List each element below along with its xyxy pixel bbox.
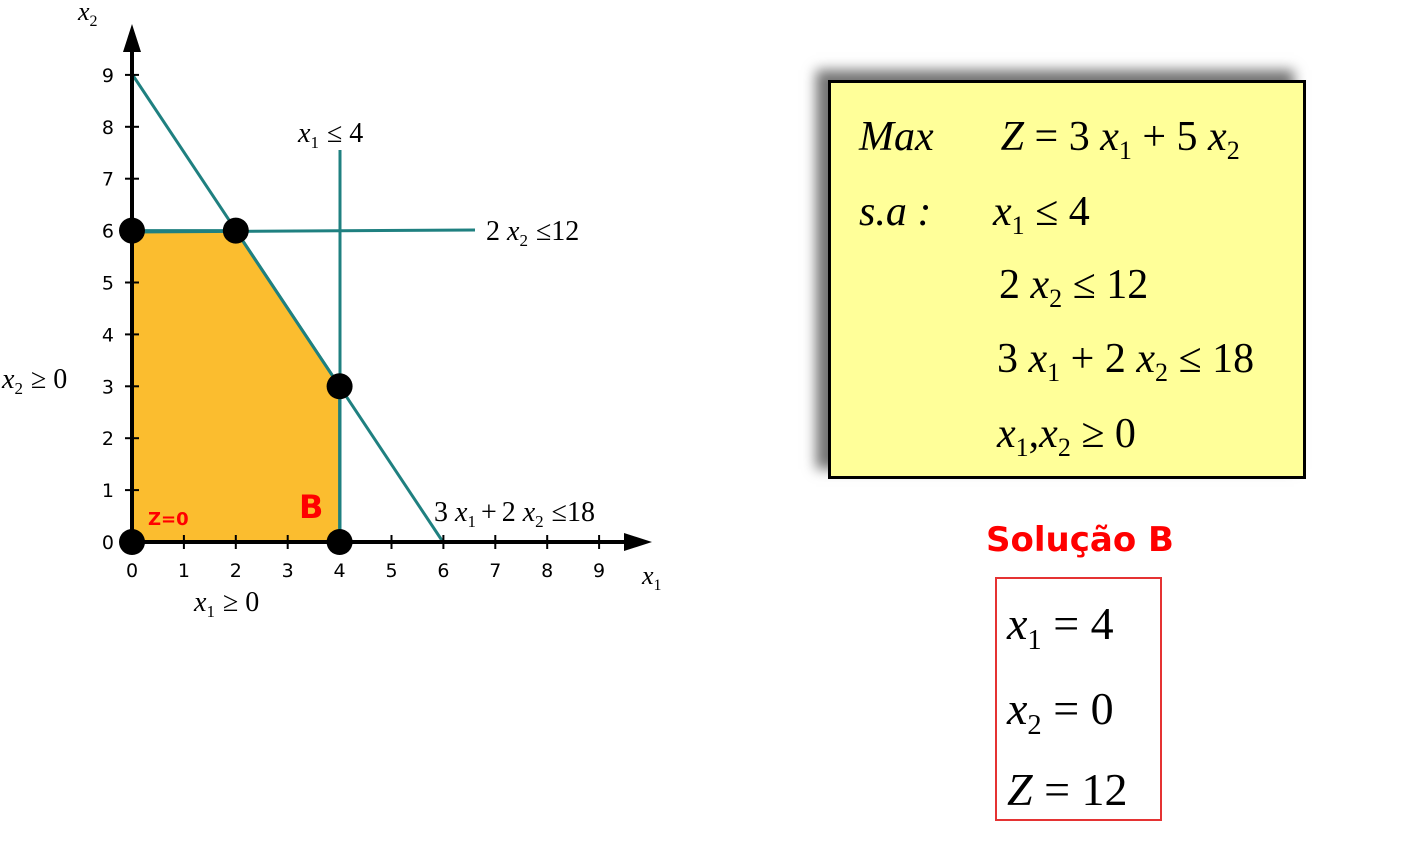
vertex-point: [326, 373, 353, 400]
label-x2-ge-0: x2≥ 0: [1, 364, 67, 398]
c4-s1: 1: [1015, 433, 1029, 463]
objective-eq: =: [1034, 114, 1059, 160]
c2-sub: 2: [1049, 284, 1063, 314]
y-axis-arrow: [123, 24, 141, 52]
vertex-points: [119, 217, 353, 555]
x-axis-label: x1: [641, 561, 662, 594]
sol-z-var: Z: [1007, 764, 1033, 815]
c4-comma: ,: [1028, 411, 1040, 457]
x-axis-arrow: [624, 533, 652, 551]
sol-x1-eq: = 4: [1053, 598, 1114, 649]
x-tick-label: 5: [385, 560, 397, 582]
constraint-1: x1 ≤ 4: [993, 191, 1090, 239]
y-tick-label: 3: [102, 376, 114, 398]
y-tick-label: 1: [102, 480, 114, 502]
line-3x1-2x2-le-18: [130, 73, 445, 543]
x-tick-label: 3: [282, 560, 294, 582]
sol-x1-sub: 1: [1027, 624, 1042, 656]
c3-c2: 2: [1104, 336, 1126, 382]
c2-var: x: [1030, 262, 1050, 308]
sol-x2-var: x: [1007, 683, 1028, 734]
y-tick-label: 8: [102, 117, 114, 139]
x-tick-label: 4: [334, 560, 346, 582]
y-tick-label: 0: [102, 532, 114, 554]
label-z0: Z=0: [148, 509, 189, 530]
solution-z: Z = 12: [1007, 767, 1128, 813]
y-tick-label: 6: [102, 221, 114, 243]
sa-label: s.a :: [859, 189, 932, 235]
x-tick-label: 2: [230, 560, 242, 582]
c4-v1: x: [997, 411, 1016, 457]
c3-v1: x: [1028, 336, 1048, 382]
c3-v2: x: [1136, 336, 1156, 382]
c3-c1: 3: [997, 336, 1018, 382]
constraint-4: x1,x2 ≥ 0: [997, 413, 1136, 461]
axis-tick-labels: 0 1 2 3 4 5 6 7 8 9 0 1 2 3 4 5 6 7 8 9: [102, 65, 605, 582]
vertex-point: [326, 529, 353, 555]
sol-x1-var: x: [1007, 598, 1028, 649]
y-tick-label: 2: [102, 428, 114, 450]
sol-x2-eq: = 0: [1053, 683, 1114, 734]
max-label: Max: [859, 114, 934, 160]
objective-c2: 5: [1176, 114, 1198, 160]
vertex-point: [222, 217, 249, 244]
sol-x2-sub: 2: [1027, 709, 1042, 741]
lp-model-box: Max Z = 3 x1 + 5 x2 s.a : x1 ≤ 4 2 x2 ≤ …: [828, 80, 1306, 479]
c1-var: x: [993, 189, 1012, 235]
y-axis-label: x2: [77, 0, 98, 30]
x-tick-label: 9: [593, 560, 605, 582]
solution-x1: x1 = 4: [1007, 601, 1114, 655]
x-tick-label: 6: [437, 560, 449, 582]
objective-plus: +: [1142, 114, 1167, 160]
objective-s2: 2: [1226, 136, 1240, 166]
label-x1-ge-0: x1≥ 0: [193, 587, 259, 621]
solution-title: Solução B: [986, 520, 1174, 560]
c4-v2: x: [1039, 411, 1058, 457]
constraint-3: 3 x1 + 2 x2 ≤ 18: [997, 338, 1254, 386]
y-tick-label: 5: [102, 273, 114, 295]
vertex-point: [119, 217, 145, 244]
constraint-2: 2 x2 ≤ 12: [999, 264, 1148, 312]
c3-plus: +: [1070, 336, 1095, 382]
x-tick-label: 0: [126, 560, 138, 582]
y-tick-label: 9: [102, 65, 114, 87]
objective-z: Z: [1000, 114, 1024, 160]
label-b: B: [299, 488, 323, 526]
c4-s2: 2: [1057, 433, 1071, 463]
c2-coef: 2: [999, 262, 1020, 308]
y-tick-label: 7: [102, 169, 114, 191]
x-tick-label: 1: [178, 560, 190, 582]
objective-v2: x: [1208, 114, 1227, 160]
objective-v1: x: [1100, 114, 1119, 160]
solution-x2: x2 = 0: [1007, 686, 1114, 740]
x-tick-label: 7: [489, 560, 501, 582]
objective-s1: 1: [1118, 136, 1132, 166]
c1-rel: ≤ 4: [1035, 189, 1090, 235]
objective-c1: 3: [1068, 114, 1090, 160]
vertex-point: [119, 529, 145, 555]
c1-sub: 1: [1011, 211, 1025, 241]
solution-box: x1 = 4 x2 = 0 Z = 12: [995, 577, 1162, 821]
c3-s1: 1: [1047, 358, 1061, 388]
x-tick-label: 8: [541, 560, 553, 582]
c2-rel: ≤ 12: [1072, 262, 1149, 308]
label-x1-le-4: x1≤ 4: [297, 118, 363, 152]
y-tick-label: 4: [102, 324, 114, 346]
c3-s2: 2: [1155, 358, 1169, 388]
sol-z-eq: = 12: [1044, 764, 1128, 815]
c4-rel: ≥ 0: [1081, 411, 1136, 457]
line-2x2-le-12: [131, 228, 476, 234]
c3-rel: ≤ 18: [1178, 336, 1255, 382]
objective-row: Max Z = 3 x1 + 5 x2: [859, 116, 1240, 164]
